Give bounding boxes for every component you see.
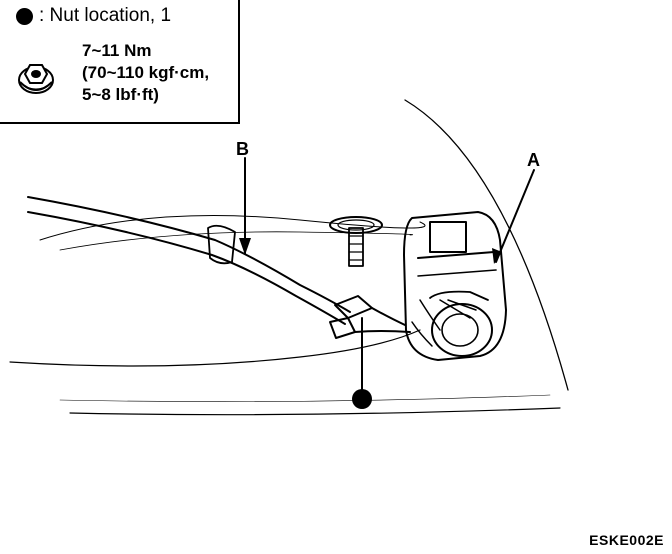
nut-location-marker <box>352 389 372 409</box>
flange-nut-icon <box>18 64 54 94</box>
legend-nut-location: : Nut location, 1 <box>16 5 171 27</box>
callout-b: B <box>236 139 249 159</box>
leader-a <box>495 169 535 263</box>
grommet <box>207 224 236 265</box>
torque-line-nm: 7~11 Nm <box>82 41 152 60</box>
arrowhead-a <box>492 248 502 264</box>
legend-box: : Nut location, 1 7~11 Nm (70~110 kgf·cm… <box>0 0 240 124</box>
bolt-stud <box>348 227 364 267</box>
cable-b <box>27 196 351 313</box>
washer <box>329 216 383 234</box>
torque-line-lbf: 5~8 lbf·ft) <box>82 85 159 104</box>
torque-line-kgf: (70~110 kgf·cm, <box>82 63 210 82</box>
body-panel-arc <box>404 99 569 391</box>
callout-a: A <box>527 150 540 170</box>
legend-nut-location-label: : Nut location, 1 <box>39 5 172 26</box>
arrowhead-b <box>239 238 251 255</box>
nut-location-dot-icon <box>16 7 33 25</box>
connector-a-body <box>403 211 507 361</box>
torque-spec: 7~11 Nm (70~110 kgf·cm, 5~8 lbf·ft) <box>82 40 209 106</box>
figure-code: ESKE002E <box>589 532 664 548</box>
